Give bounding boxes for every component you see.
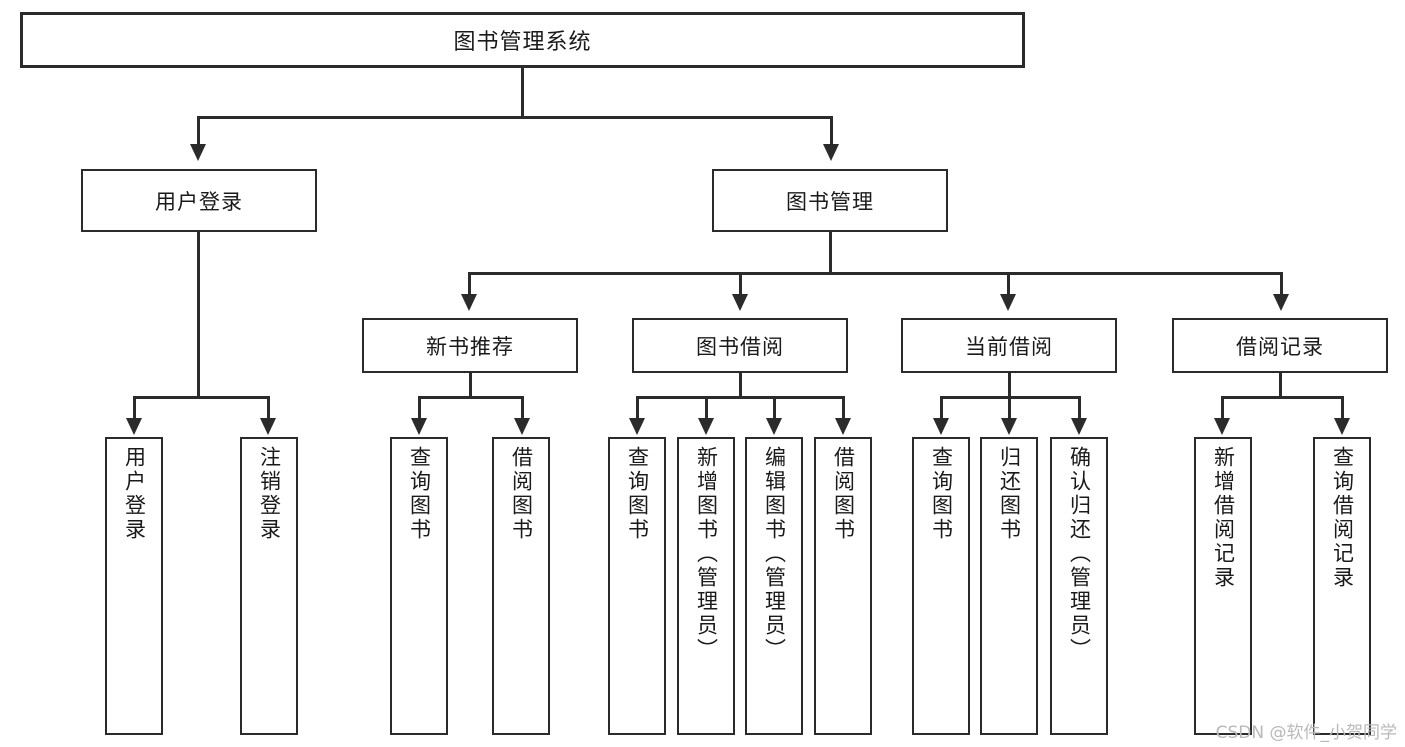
arrow-book-borrow-to-leaf-4: [835, 418, 851, 435]
connector-book-borrow-to-leaf-2: [705, 396, 708, 420]
leaf-current-borrow-confirm-return-admin[interactable]: 确认归还（管理员）: [1050, 437, 1108, 735]
arrow-borrow-record-to-leaf-1: [1214, 418, 1230, 435]
node-user-login[interactable]: 用户登录: [81, 169, 317, 232]
connector-book-mgmt-stem: [829, 232, 832, 272]
node-new-book-recommend[interactable]: 新书推荐: [362, 318, 578, 373]
watermark-text: CSDN @软件_小贺同学: [1215, 723, 1397, 743]
connector-book-borrow-stem: [739, 373, 742, 396]
connector-current-borrow-to-leaf-2: [1008, 396, 1011, 420]
connector-current-borrow-stem: [1008, 373, 1011, 396]
node-book-management[interactable]: 图书管理: [712, 169, 948, 232]
connector-book-borrow-bus: [636, 396, 842, 399]
leaf-label: 注销登录: [257, 446, 282, 542]
connector-book-borrow-to-leaf-3: [773, 396, 776, 420]
arrow-book-mgmt-to-book-borrow: [732, 294, 748, 311]
leaf-new-book-query-book[interactable]: 查询图书: [390, 437, 448, 735]
arrow-user-login-to-leaf-1: [126, 418, 142, 435]
connector-borrow-record-bus: [1221, 396, 1343, 399]
arrow-current-borrow-to-leaf-1: [933, 418, 949, 435]
connector-user-login-stem: [197, 232, 200, 396]
leaf-current-borrow-query-book[interactable]: 查询图书: [912, 437, 970, 735]
node-root-system[interactable]: 图书管理系统: [20, 12, 1025, 68]
leaf-book-borrow-borrow-book[interactable]: 借阅图书: [814, 437, 872, 735]
connector-book-borrow-to-leaf-4: [842, 396, 845, 420]
arrow-root-to-user-login: [190, 144, 206, 161]
node-label: 借阅记录: [1236, 334, 1324, 359]
leaf-label: 查询图书: [407, 446, 432, 542]
connector-borrow-record-to-leaf-2: [1341, 396, 1344, 420]
node-label: 图书管理: [786, 189, 874, 214]
connector-current-borrow-to-leaf-3: [1078, 396, 1081, 420]
leaf-label: 查询图书: [625, 446, 650, 542]
arrow-user-login-to-leaf-2: [260, 418, 276, 435]
leaf-new-book-borrow-book[interactable]: 借阅图书: [492, 437, 550, 735]
connector-book-borrow-to-leaf-1: [636, 396, 639, 420]
leaf-label: 新增图书（管理员）: [694, 446, 719, 662]
connector-book-mgmt-to-borrow-record: [1280, 272, 1283, 296]
node-book-borrow[interactable]: 图书借阅: [632, 318, 848, 373]
leaf-user-login-logout[interactable]: 注销登录: [240, 437, 298, 735]
leaf-label: 查询借阅记录: [1330, 446, 1355, 590]
arrow-new-book-to-leaf-2: [514, 418, 530, 435]
connector-borrow-record-stem: [1279, 373, 1282, 396]
connector-new-book-to-leaf-1: [418, 396, 421, 420]
leaf-book-borrow-edit-book-admin[interactable]: 编辑图书（管理员）: [745, 437, 803, 735]
node-label: 图书管理系统: [453, 30, 592, 55]
node-borrow-record[interactable]: 借阅记录: [1172, 318, 1388, 373]
connector-root-bus: [197, 116, 832, 119]
node-label: 当前借阅: [965, 334, 1053, 359]
node-current-borrow[interactable]: 当前借阅: [901, 318, 1117, 373]
connector-borrow-record-to-leaf-1: [1221, 396, 1224, 420]
connector-book-mgmt-to-new-book: [468, 272, 471, 296]
node-label: 图书借阅: [696, 334, 784, 359]
connector-user-login-bus: [133, 396, 267, 399]
connector-user-login-to-leaf-2: [267, 396, 270, 420]
leaf-book-borrow-add-book-admin[interactable]: 新增图书（管理员）: [677, 437, 735, 735]
connector-new-book-bus: [418, 396, 523, 399]
leaf-label: 用户登录: [122, 446, 147, 542]
arrow-book-borrow-to-leaf-3: [766, 418, 782, 435]
connector-current-borrow-to-leaf-1: [940, 396, 943, 420]
leaf-book-borrow-query-book[interactable]: 查询图书: [608, 437, 666, 735]
leaf-label: 编辑图书（管理员）: [762, 446, 787, 662]
leaf-label: 借阅图书: [509, 446, 534, 542]
connector-book-mgmt-to-book-borrow: [739, 272, 742, 296]
arrow-book-mgmt-to-new-book: [461, 294, 477, 311]
connector-new-book-to-leaf-2: [521, 396, 524, 420]
leaf-borrow-record-add-record[interactable]: 新增借阅记录: [1194, 437, 1252, 735]
leaf-current-borrow-return-book[interactable]: 归还图书: [980, 437, 1038, 735]
connector-new-book-stem: [469, 373, 472, 396]
connector-root-stem: [521, 68, 524, 116]
leaf-label: 归还图书: [997, 446, 1022, 542]
arrow-current-borrow-to-leaf-3: [1071, 418, 1087, 435]
leaf-label: 借阅图书: [831, 446, 856, 542]
node-label: 用户登录: [155, 189, 243, 214]
node-label: 新书推荐: [426, 334, 514, 359]
arrow-book-borrow-to-leaf-2: [698, 418, 714, 435]
arrow-book-mgmt-to-current-borrow: [1000, 294, 1016, 311]
connector-root-to-user-login: [197, 116, 200, 146]
connector-root-to-book-mgmt: [830, 116, 833, 146]
arrow-root-to-book-mgmt: [823, 144, 839, 161]
connector-book-mgmt-bus: [468, 272, 1282, 275]
arrow-book-borrow-to-leaf-1: [629, 418, 645, 435]
arrow-new-book-to-leaf-1: [411, 418, 427, 435]
connector-book-mgmt-to-current-borrow: [1007, 272, 1010, 296]
arrow-borrow-record-to-leaf-2: [1334, 418, 1350, 435]
connector-user-login-to-leaf-1: [133, 396, 136, 420]
arrow-book-mgmt-to-borrow-record: [1273, 294, 1289, 311]
leaf-label: 确认归还（管理员）: [1067, 446, 1092, 662]
leaf-borrow-record-query-record[interactable]: 查询借阅记录: [1313, 437, 1371, 735]
leaf-label: 查询图书: [929, 446, 954, 542]
leaf-user-login-login[interactable]: 用户登录: [105, 437, 163, 735]
leaf-label: 新增借阅记录: [1211, 446, 1236, 590]
arrow-current-borrow-to-leaf-2: [1001, 418, 1017, 435]
